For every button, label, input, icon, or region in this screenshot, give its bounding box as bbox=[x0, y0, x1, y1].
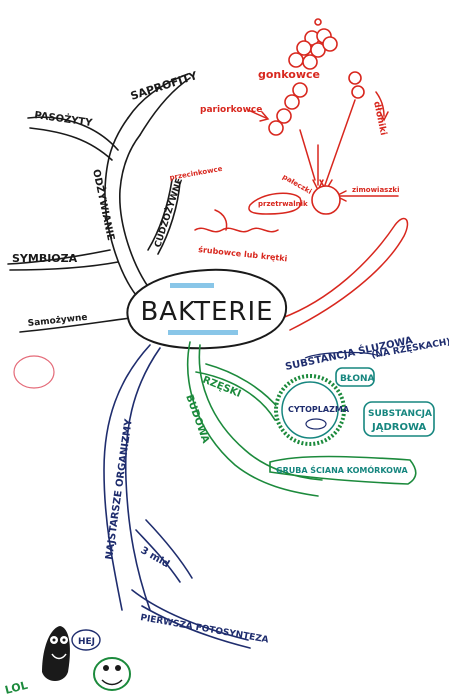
helix-label: śrubowce lub krętki bbox=[198, 244, 288, 263]
nutrition-branch bbox=[7, 73, 191, 333]
bacterial-cell-drawing bbox=[274, 374, 346, 446]
nucleus-label-line1: SUBSTANCJA bbox=[368, 409, 432, 419]
bacilli-label: dłoniki bbox=[371, 101, 388, 137]
saprophytes-label: SAPROFITY bbox=[129, 69, 200, 103]
nucleus-label-line2: JĄDROWA bbox=[371, 422, 427, 433]
structure-boxes bbox=[304, 351, 435, 437]
oldest-organisms-label: NAJSTARSZE ORGANIZMY bbox=[104, 418, 135, 561]
vibrio-label: zimowiaszki bbox=[352, 186, 399, 194]
structure-branch bbox=[186, 341, 417, 497]
cocci-chain-label: gonkowce bbox=[258, 68, 320, 81]
center-node: BAKTERIE bbox=[126, 268, 288, 350]
spore-label: przetrwalnik bbox=[258, 200, 308, 208]
spiral-label: przecinkowce bbox=[169, 165, 223, 182]
greeting-bubble-text: HEJ bbox=[78, 637, 95, 647]
cocci-chain-drawing bbox=[268, 18, 365, 215]
laugh-label: LOL bbox=[4, 679, 29, 697]
rod-label: pałeczki bbox=[281, 173, 313, 196]
membrane-label: BŁONA bbox=[340, 374, 375, 384]
nutrition-branch-label: ODŻYWIANIE bbox=[90, 168, 119, 242]
structure-branch-label: BUDOWA bbox=[183, 393, 211, 445]
parasites-label: PASOŻYTY bbox=[34, 107, 95, 129]
diplococci-label: pariorkowce bbox=[200, 105, 262, 115]
age-label: 3 mld bbox=[139, 545, 172, 570]
symbiosis-label: SYMBIOZA bbox=[12, 252, 78, 265]
photosynthesis-label: PIERWSZA FOTOSYNTEZA bbox=[139, 613, 269, 645]
autotrophic-label: Samożywne bbox=[27, 313, 88, 329]
center-title: BAKTERIE bbox=[140, 297, 273, 327]
cytoplasm-label: CYTOPLAZMA bbox=[288, 405, 350, 414]
heterotrophic-label: CUDZOŻYWNE bbox=[152, 177, 185, 249]
doodles bbox=[13, 355, 131, 691]
history-branch bbox=[103, 344, 251, 649]
cell-wall-label: GRUBA ŚCIANA KOMÓRKOWA bbox=[276, 464, 408, 475]
